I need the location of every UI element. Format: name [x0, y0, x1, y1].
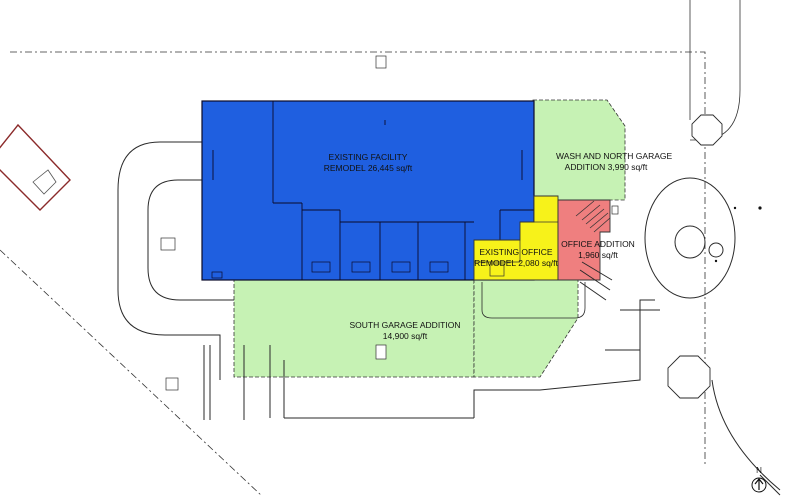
existing-facility-label: EXISTING FACILITY REMODEL 26,445 sq/ft [318, 152, 418, 174]
existing-facility-area: REMODEL 26,445 sq/ft [323, 163, 413, 173]
site-dot [733, 206, 737, 210]
existing-office-area: REMODEL 2,080 sq/ft [474, 258, 558, 268]
south-garage-addition-east [473, 279, 579, 378]
existing-facility-name: EXISTING FACILITY [328, 152, 408, 162]
north-arrow-icon [751, 477, 767, 493]
outbuilding [0, 123, 71, 211]
south-garage-label: SOUTH GARAGE ADDITION 14,900 sq/ft [345, 320, 465, 342]
site-dot [714, 259, 718, 263]
entry-walk [481, 282, 586, 319]
north-label: N [756, 466, 762, 475]
site-dot [758, 206, 762, 210]
parking-stripes [579, 261, 613, 301]
south-garage-area: 14,900 sq/ft [382, 331, 428, 341]
office-addition-name: OFFICE ADDITION [561, 239, 635, 249]
existing-office-remodel [473, 195, 559, 281]
existing-office-label: EXISTING OFFICE REMODEL 2,080 sq/ft [474, 247, 558, 269]
existing-facility-doors [211, 261, 449, 279]
octagon-marker-north [691, 114, 723, 146]
existing-office-name: EXISTING OFFICE [479, 247, 553, 257]
octagon-marker-south [667, 355, 711, 399]
office-addition-area: 1,960 sq/ft [578, 250, 618, 260]
office-addition-stair [575, 200, 611, 233]
wash-north-garage-label: WASH AND NORTH GARAGE ADDITION 3,990 sq/… [556, 151, 676, 173]
east-cul-de-sac [644, 177, 781, 496]
wash-north-garage-name: WASH AND NORTH GARAGE [556, 151, 673, 161]
south-drive [203, 299, 660, 420]
south-garage-addition [233, 279, 475, 378]
existing-facility-interior-walls [212, 101, 534, 280]
office-interior-walls [474, 221, 558, 277]
wash-north-garage-area: ADDITION 3,990 sq/ft [564, 162, 648, 172]
south-garage-name: SOUTH GARAGE ADDITION [349, 320, 461, 330]
site-markers [160, 55, 619, 391]
office-addition-label: OFFICE ADDITION 1,960 sq/ft [558, 239, 638, 261]
office-addition [557, 199, 611, 281]
west-drive [117, 141, 234, 380]
